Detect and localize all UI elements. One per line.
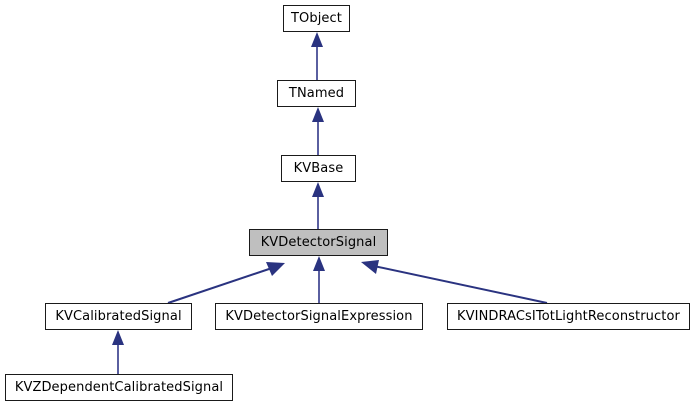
class-node-kvzdependentcalibratedsignal[interactable]: KVZDependentCalibratedSignal xyxy=(5,374,233,401)
edge-kvcalibratedsignal-to-kvdetectorsignal xyxy=(167,262,285,304)
class-node-kvbase[interactable]: KVBase xyxy=(281,155,356,182)
edge-tnamed-to-tobject xyxy=(311,32,323,80)
class-node-label: TNamed xyxy=(288,86,345,101)
class-node-kvdetectorsignal[interactable]: KVDetectorSignal xyxy=(249,229,388,256)
class-node-label: KVDetectorSignalExpression xyxy=(225,309,413,324)
class-node-label: KVZDependentCalibratedSignal xyxy=(14,380,224,395)
class-node-kvindracsitotlightreconstructor[interactable]: KVINDRACsITotLightReconstructor xyxy=(447,303,690,330)
class-node-label: KVBase xyxy=(293,161,344,176)
edge-kvindracsitotlightreconstructor-to-kvdetectorsignal xyxy=(361,260,548,304)
class-node-kvcalibratedsignal[interactable]: KVCalibratedSignal xyxy=(45,303,192,330)
edge-kvbase-to-tnamed xyxy=(312,107,324,155)
edge-kvdetectorsignal-to-kvbase xyxy=(312,182,324,229)
class-node-label: KVCalibratedSignal xyxy=(55,309,182,324)
class-node-tnamed[interactable]: TNamed xyxy=(277,80,356,107)
class-node-tobject[interactable]: TObject xyxy=(283,5,350,32)
class-node-label: KVDetectorSignal xyxy=(260,235,377,250)
edge-kvdetectorsignalexpression-to-kvdetectorsignal xyxy=(313,256,325,303)
class-node-kvdetectorsignalexpression[interactable]: KVDetectorSignalExpression xyxy=(215,303,423,330)
class-node-label: KVINDRACsITotLightReconstructor xyxy=(457,309,680,324)
class-node-label: TObject xyxy=(291,11,342,26)
edge-kvzdependentcalibratedsignal-to-kvcalibratedsignal xyxy=(112,330,124,374)
